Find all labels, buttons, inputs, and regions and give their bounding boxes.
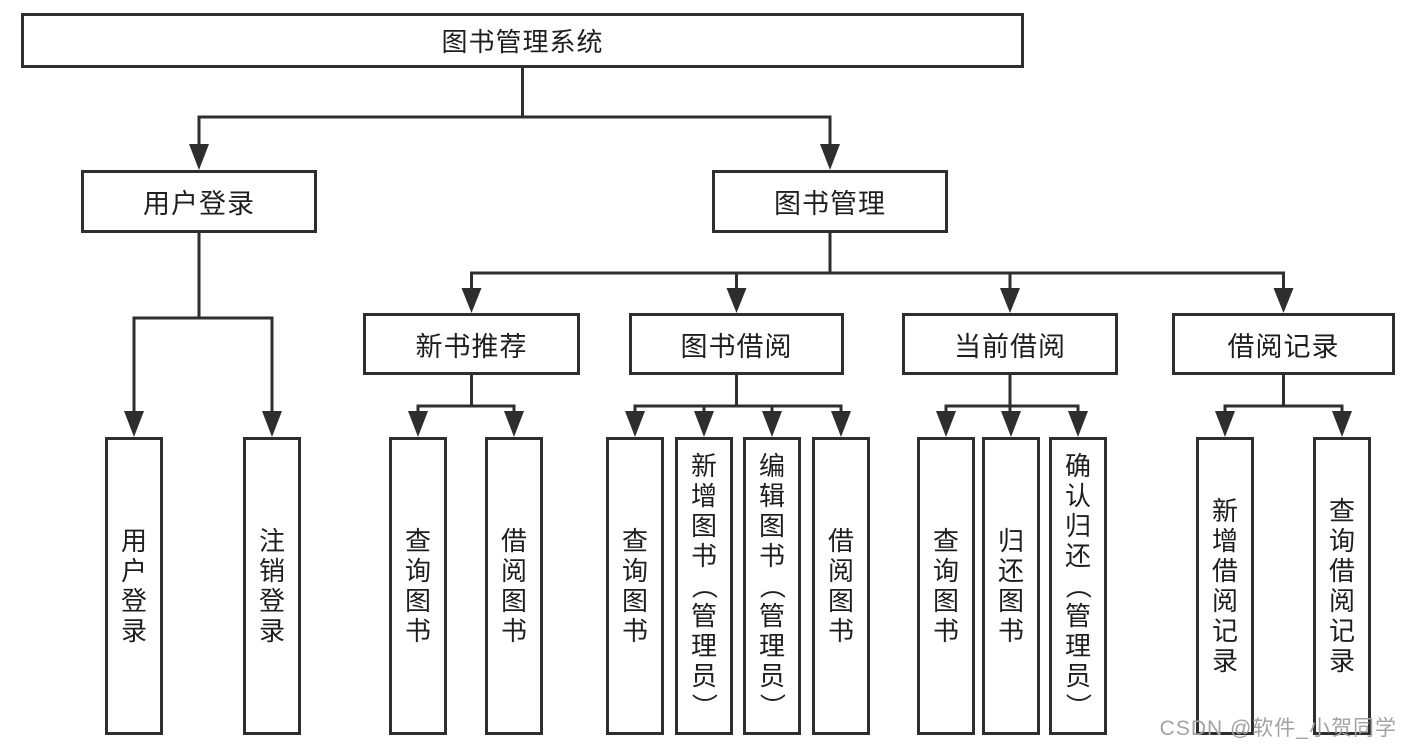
leaf-user-login-label: 用户登录 <box>120 526 147 646</box>
leaf-query-books-borrow-label: 查询图书 <box>621 526 648 646</box>
leaf-logout: 注销登录 <box>243 437 301 735</box>
watermark: CSDN @软件_小贺同学 <box>1159 717 1397 740</box>
leaf-add-book-admin-label: 新增图书（管理员） <box>689 451 719 719</box>
section-current-borrow-label: 当前借阅 <box>954 331 1066 362</box>
leaf-query-books-current-label: 查询图书 <box>932 526 959 646</box>
leaf-edit-book-admin: 编辑图书（管理员） <box>743 437 801 735</box>
leaf-borrow-books: 借阅图书 <box>812 437 870 735</box>
leaf-borrow-books-recommend: 借阅图书 <box>485 437 543 735</box>
section-borrow-records-label: 借阅记录 <box>1227 331 1340 362</box>
leaf-borrow-books-label: 借阅图书 <box>827 526 854 646</box>
leaf-user-login: 用户登录 <box>105 437 163 735</box>
leaf-query-borrow-record: 查询借阅记录 <box>1313 437 1371 735</box>
branch-book-management-label: 图书管理 <box>774 189 886 219</box>
leaf-logout-label: 注销登录 <box>258 526 285 646</box>
section-new-book-recommend: 新书推荐 <box>363 313 580 375</box>
leaf-return-books: 归还图书 <box>982 437 1040 735</box>
leaf-edit-book-admin-label: 编辑图书（管理员） <box>757 451 787 719</box>
leaf-add-book-admin: 新增图书（管理员） <box>675 437 733 735</box>
branch-user-login: 用户登录 <box>81 170 317 233</box>
leaf-borrow-books-recommend-label: 借阅图书 <box>500 526 527 646</box>
branch-book-management: 图书管理 <box>712 170 948 233</box>
section-book-borrow-label: 图书借阅 <box>680 331 793 362</box>
leaf-add-borrow-record: 新增借阅记录 <box>1196 437 1254 735</box>
root-node: 图书管理系统 <box>21 13 1024 68</box>
root-node-label: 图书管理系统 <box>441 27 604 57</box>
section-book-borrow: 图书借阅 <box>629 313 844 375</box>
section-borrow-records: 借阅记录 <box>1172 313 1395 375</box>
leaf-query-books-current: 查询图书 <box>917 437 975 735</box>
leaf-query-borrow-record-label: 查询借阅记录 <box>1328 496 1355 676</box>
leaf-query-books-recommend: 查询图书 <box>389 437 447 735</box>
leaf-confirm-return-admin: 确认归还（管理员） <box>1049 437 1107 735</box>
leaf-return-books-label: 归还图书 <box>997 526 1024 646</box>
section-new-book-recommend-label: 新书推荐 <box>415 331 528 362</box>
leaf-add-borrow-record-label: 新增借阅记录 <box>1211 496 1238 676</box>
leaf-query-books-recommend-label: 查询图书 <box>404 526 431 646</box>
section-current-borrow: 当前借阅 <box>902 313 1118 375</box>
leaf-query-books-borrow: 查询图书 <box>606 437 664 735</box>
branch-user-login-label: 用户登录 <box>143 189 255 219</box>
leaf-confirm-return-admin-label: 确认归还（管理员） <box>1063 451 1093 719</box>
